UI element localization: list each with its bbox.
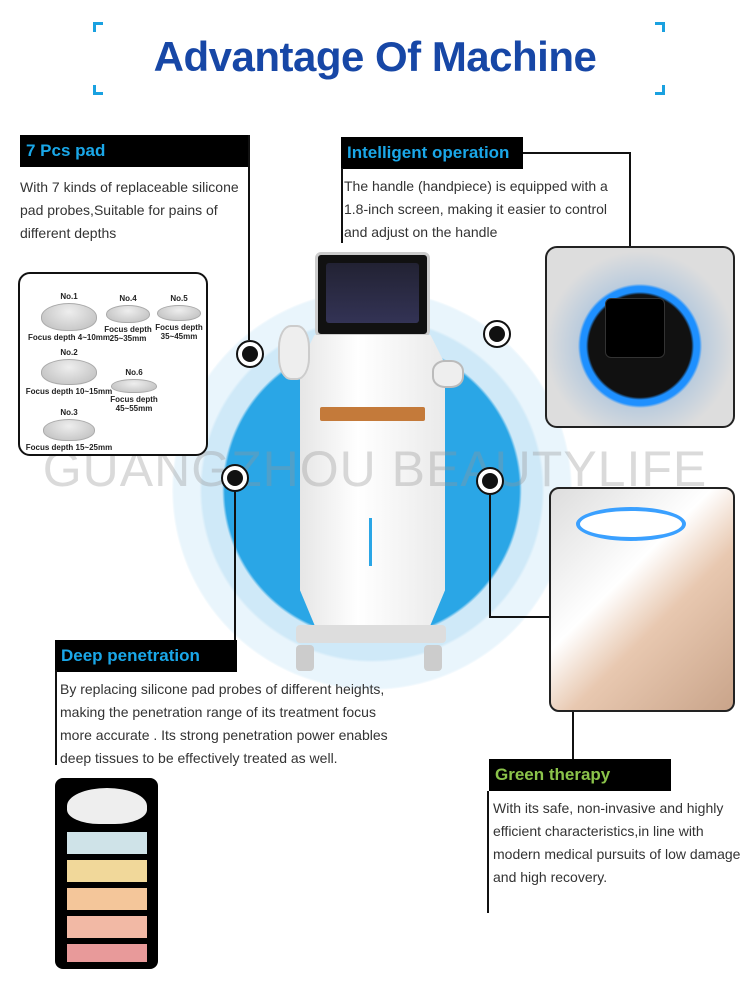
pad-depth: Focus depth 25~35mm xyxy=(104,325,152,343)
connector-line xyxy=(489,495,491,617)
skin-layers-image xyxy=(55,778,158,969)
deep-heading: Deep penetration xyxy=(55,640,237,672)
wheel xyxy=(296,645,314,671)
pad-number: No.1 xyxy=(60,292,78,301)
connector-line xyxy=(523,152,631,154)
hand-holding-device-photo xyxy=(549,487,735,712)
pad-depth: Focus depth 15~25mm xyxy=(25,443,113,452)
marker-dot xyxy=(221,464,249,492)
corner-bracket xyxy=(93,85,103,95)
machine-screen xyxy=(315,252,430,337)
green-text: With its safe, non-invasive and highly e… xyxy=(493,800,741,885)
connector-line xyxy=(248,135,250,340)
intelligent-text: The handle (handpiece) is equipped with … xyxy=(344,178,608,240)
machine-light xyxy=(369,518,372,566)
machine-handle xyxy=(320,407,425,421)
green-heading: Green therapy xyxy=(489,759,671,791)
handpiece xyxy=(432,360,464,388)
pad-number: No.6 xyxy=(125,368,143,377)
connector-line xyxy=(341,168,343,243)
marker-dot xyxy=(483,320,511,348)
pad-depth: Focus depth 10~15mm xyxy=(25,387,113,396)
pad-number: No.4 xyxy=(119,294,137,303)
corner-bracket xyxy=(655,22,665,32)
corner-bracket xyxy=(655,85,665,95)
machine-body xyxy=(300,335,445,625)
handpiece-screen-photo xyxy=(545,246,735,428)
connector-line xyxy=(629,152,631,246)
connector-line xyxy=(234,492,236,642)
wheel xyxy=(424,645,442,671)
pad-number: No.5 xyxy=(170,294,188,303)
intelligent-heading: Intelligent operation xyxy=(341,137,523,169)
corner-bracket xyxy=(93,22,103,32)
pad-holder xyxy=(278,325,310,380)
connector-line xyxy=(572,712,574,760)
pad-depth: Focus depth 45~55mm xyxy=(110,395,158,413)
machine-base xyxy=(296,625,446,643)
pads-text: With 7 kinds of replaceable silicone pad… xyxy=(20,179,239,241)
connector-line xyxy=(487,791,489,913)
pads-heading: 7 Pcs pad xyxy=(20,135,250,167)
deep-text: By replacing silicone pad probes of diff… xyxy=(60,681,388,766)
pad-depth: Focus depth 35~45mm xyxy=(155,323,203,341)
connector-line xyxy=(489,616,551,618)
pad-depth: Focus depth 4~10mm xyxy=(27,333,111,342)
marker-dot xyxy=(476,467,504,495)
page-title: Advantage Of Machine xyxy=(153,33,597,80)
pad-number: No.2 xyxy=(60,348,78,357)
connector-line xyxy=(55,670,57,765)
pad-number: No.3 xyxy=(60,408,78,417)
marker-dot xyxy=(236,340,264,368)
